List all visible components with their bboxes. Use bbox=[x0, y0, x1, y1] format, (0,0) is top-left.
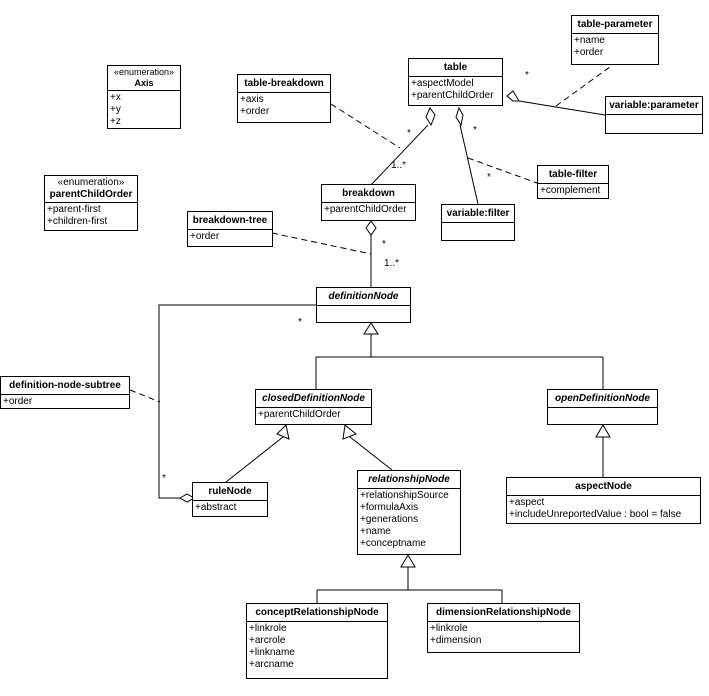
class-attribute: +z bbox=[110, 116, 121, 127]
class-attribute: +arcname bbox=[249, 659, 294, 670]
relationship-node-generalization-triangle bbox=[342, 424, 357, 440]
class-name: variable:parameter bbox=[606, 97, 702, 115]
class-attribute: +parent-first bbox=[47, 204, 101, 215]
breakdown-class: breakdown +parentChildOrder bbox=[321, 184, 416, 221]
class-attribute: +axis bbox=[240, 94, 264, 105]
table-filter-aggregation-diamond bbox=[455, 106, 464, 127]
class-attribute: +name bbox=[574, 35, 605, 46]
multiplicity-label: 1..* bbox=[384, 258, 400, 269]
definition-node-class: definitionNode bbox=[316, 287, 411, 323]
class-attribute: +y bbox=[110, 104, 121, 115]
class-attribute: +formulaAxis bbox=[360, 502, 419, 513]
class-attribute: +aspect bbox=[509, 497, 545, 508]
class-attribute: +linkrole bbox=[249, 623, 287, 634]
class-attribute: +parentChildOrder bbox=[411, 90, 494, 101]
multiplicity-label: * bbox=[298, 317, 302, 328]
class-name: definitionNode bbox=[317, 288, 410, 306]
class-attribute: +name bbox=[360, 526, 391, 537]
rule-node-generalization-triangle bbox=[276, 423, 290, 440]
class-name: openDefinitionNode bbox=[548, 390, 657, 408]
class-attribute: +aspectModel bbox=[411, 78, 474, 89]
class-name: breakdown bbox=[322, 185, 415, 203]
multiplicity-label: * bbox=[162, 473, 166, 484]
definition-node-generalization-triangle bbox=[363, 322, 379, 335]
class-name: variable:filter bbox=[442, 205, 514, 223]
parent-child-order-enumeration-class: «enumeration» parentChildOrder +parent-f… bbox=[44, 175, 138, 231]
class-name: parentChildOrder bbox=[49, 189, 133, 200]
class-name: relationshipNode bbox=[358, 471, 460, 489]
class-attribute: +includeUnreportedValue : bool = false bbox=[509, 509, 682, 520]
table-breakdown-class: table-breakdown +axis +order bbox=[237, 74, 331, 123]
class-attribute: +order bbox=[240, 106, 270, 117]
table-breakdown-aggregation-diamond bbox=[425, 106, 436, 127]
table-breakdown-aggregation-line bbox=[369, 124, 429, 187]
dimension-relationship-node-class: dimensionRelationshipNode +linkrole +dim… bbox=[427, 603, 580, 653]
class-attribute: +order bbox=[190, 231, 220, 242]
class-name: aspectNode bbox=[507, 478, 700, 496]
class-name: table-filter bbox=[538, 166, 608, 184]
multiplicity-label: * bbox=[473, 125, 477, 136]
table-breakdown-assoc-dash bbox=[330, 103, 401, 149]
multiplicity-label: * bbox=[407, 128, 411, 139]
rule-node-generalization-line bbox=[225, 436, 284, 483]
breakdown-tree-class: breakdown-tree +order bbox=[187, 211, 273, 247]
class-attribute: +parentChildOrder bbox=[258, 409, 341, 420]
class-stereotype: «enumeration» bbox=[57, 177, 125, 188]
class-name: definition-node-subtree bbox=[1, 377, 129, 395]
class-name: table-breakdown bbox=[238, 75, 330, 93]
class-attribute: +generations bbox=[360, 514, 419, 525]
concept-relationship-node-class: conceptRelationshipNode +linkrole +arcro… bbox=[246, 603, 388, 679]
definition-node-subtree-assoc-dash bbox=[129, 389, 161, 403]
class-name: table bbox=[409, 59, 502, 77]
class-attribute: +linkname bbox=[249, 647, 295, 658]
multiplicity-label: * bbox=[382, 239, 386, 250]
table-parameter-class: table-parameter +name +order bbox=[571, 15, 659, 65]
closed-definition-node-class: closedDefinitionNode +parentChildOrder bbox=[255, 389, 372, 425]
table-filter-class: table-filter +complement bbox=[537, 165, 609, 199]
relationship-node-class: relationshipNode +relationshipSource +fo… bbox=[357, 470, 461, 555]
multiplicity-label: 1..* bbox=[391, 160, 407, 171]
multiplicity-label: * bbox=[525, 70, 529, 81]
class-attribute: +parentChildOrder bbox=[324, 204, 407, 215]
class-name: closedDefinitionNode bbox=[256, 390, 371, 408]
class-name: Axis bbox=[134, 78, 154, 88]
relationship-node-subclass-triangle bbox=[400, 554, 416, 568]
class-attribute: +relationshipSource bbox=[360, 490, 449, 501]
class-stereotype: «enumeration» bbox=[113, 67, 175, 77]
class-attribute: +linkrole bbox=[430, 623, 468, 634]
table-filter-aggregation-line bbox=[459, 124, 479, 205]
table-parameter-assoc-dash bbox=[555, 63, 615, 107]
table-parameter-aggregation-diamond bbox=[506, 90, 520, 102]
class-attribute: +order bbox=[3, 396, 33, 407]
class-attribute: +abstract bbox=[195, 502, 237, 513]
relationship-node-generalization-line bbox=[349, 436, 393, 471]
table-filter-assoc-dash bbox=[467, 157, 538, 184]
axis-enumeration-class: «enumeration» Axis +x +y +z bbox=[107, 65, 181, 129]
breakdown-aggregation-diamond bbox=[365, 220, 377, 236]
class-name: ruleNode bbox=[193, 483, 267, 501]
class-attribute: +order bbox=[574, 47, 604, 58]
multiplicity-label: * bbox=[487, 172, 491, 183]
definition-node-subtree-class: definition-node-subtree +order bbox=[0, 376, 130, 409]
class-attribute: +x bbox=[110, 92, 121, 103]
class-name: conceptRelationshipNode bbox=[247, 604, 387, 622]
class-name: dimensionRelationshipNode bbox=[428, 604, 579, 622]
breakdown-tree-assoc-dash bbox=[271, 232, 372, 255]
table-class: table +aspectModel +parentChildOrder bbox=[408, 58, 503, 106]
class-attribute: +dimension bbox=[430, 635, 482, 646]
aspect-node-class: aspectNode +aspect +includeUnreportedVal… bbox=[506, 477, 701, 524]
aspect-node-generalization-triangle bbox=[595, 424, 611, 438]
class-attribute: +arcrole bbox=[249, 635, 286, 646]
class-name: breakdown-tree bbox=[188, 212, 272, 230]
class-name: table-parameter bbox=[572, 16, 658, 34]
class-attribute: +children-first bbox=[47, 216, 108, 227]
variable-parameter-class: variable:parameter bbox=[605, 96, 703, 134]
rule-node-class: ruleNode +abstract bbox=[192, 482, 268, 517]
table-parameter-aggregation-line bbox=[518, 100, 606, 116]
class-attribute: +conceptname bbox=[360, 538, 426, 549]
class-attribute: +complement bbox=[540, 185, 601, 196]
variable-filter-class: variable:filter bbox=[441, 204, 515, 241]
open-definition-node-class: openDefinitionNode bbox=[547, 389, 658, 425]
